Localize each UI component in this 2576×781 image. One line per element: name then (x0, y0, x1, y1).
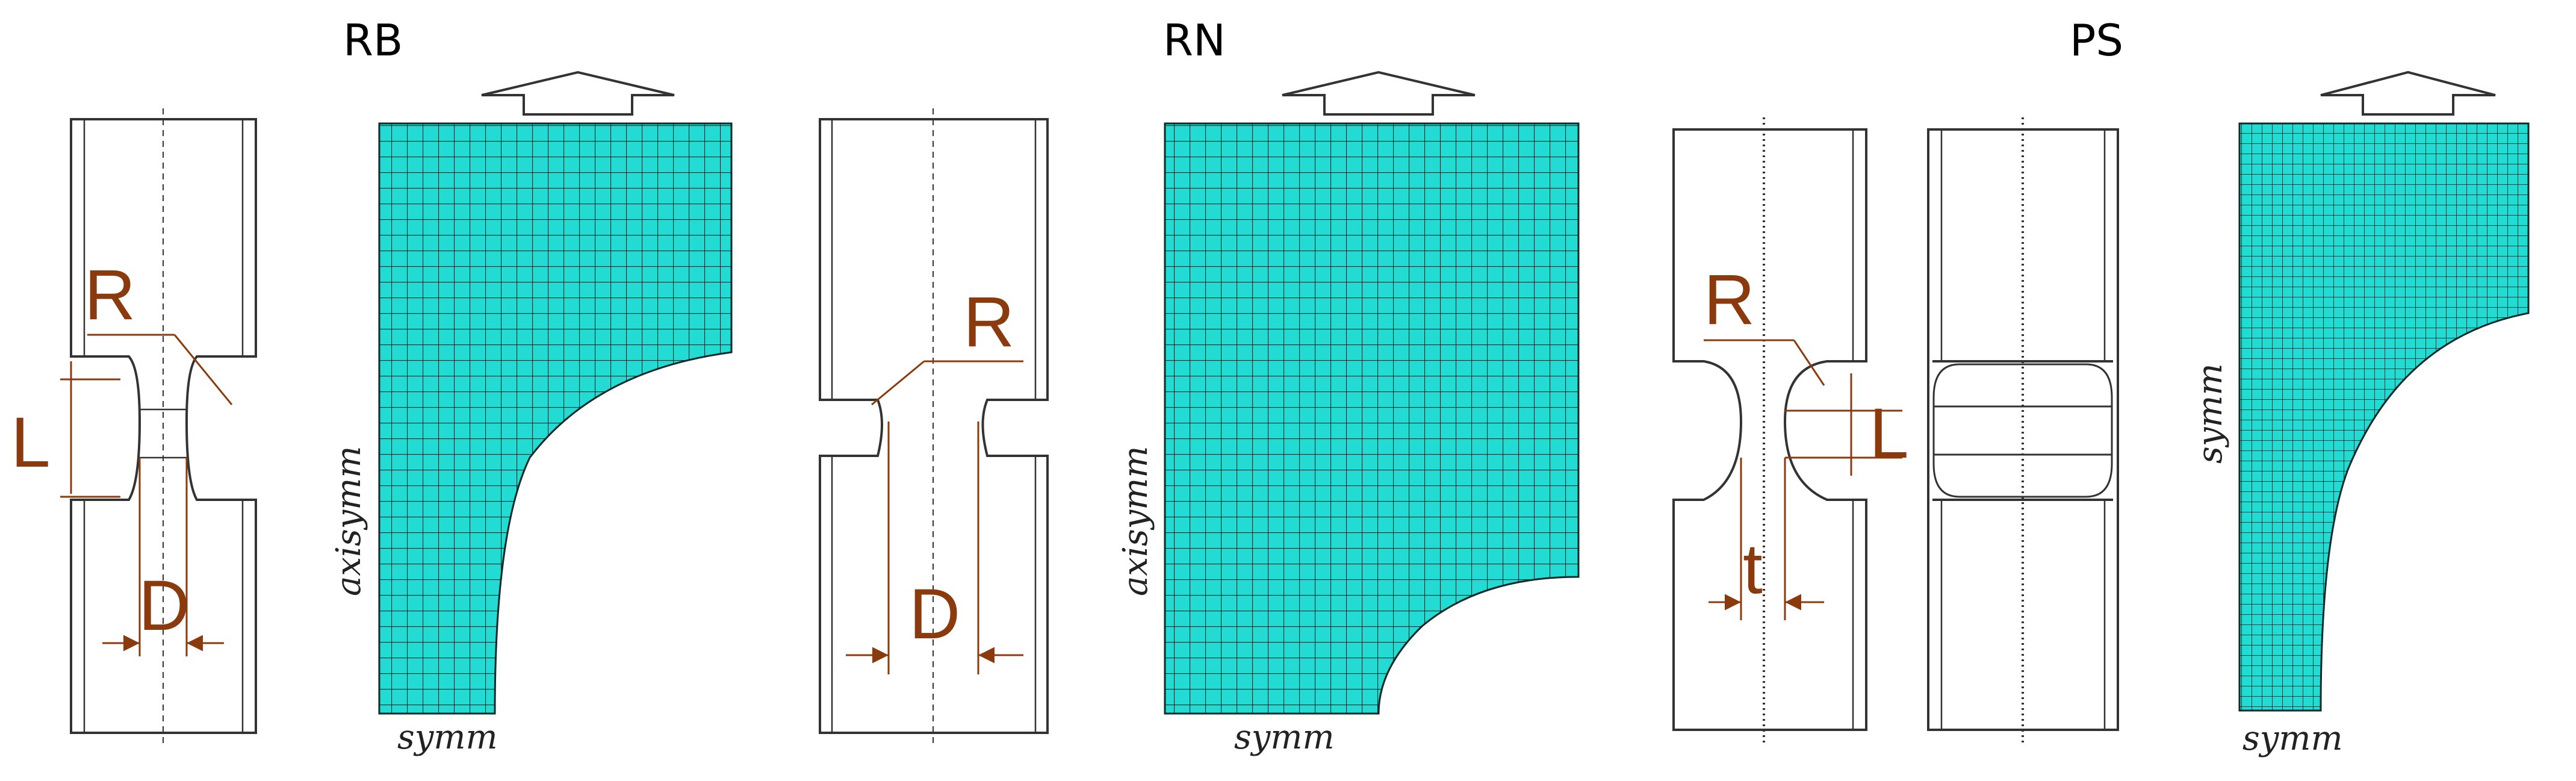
ps-side-view (1927, 117, 2119, 744)
rn-specimen-drawing (819, 108, 1049, 747)
ps-radius-label: R (1704, 260, 1755, 340)
ps-dimension-lines (1704, 339, 1902, 620)
rb-dimension-lines (60, 334, 233, 656)
ps-mesh (2238, 122, 2530, 712)
rb-specimen-drawing (70, 108, 257, 747)
rn-axis-label: axisymm (1116, 446, 1155, 596)
ps-axis-label: symm (2191, 363, 2230, 464)
ps-title: PS (2070, 15, 2123, 66)
rn-diameter-label: D (909, 574, 960, 654)
rb-mesh (378, 122, 733, 715)
rb-radius-label: R (84, 255, 135, 335)
load-arrow-icon (2320, 70, 2496, 116)
rn-dimension-lines (846, 360, 1023, 674)
load-arrow-icon (481, 70, 675, 116)
rn-symmetry-label: symm (1234, 718, 1335, 757)
ps-symmetry-label: symm (2242, 719, 2343, 758)
rb-length-label: L (11, 403, 51, 482)
rn-title: RN (1163, 15, 1226, 66)
rb-axis-label: axisymm (329, 446, 368, 596)
ps-thickness-label: t (1743, 529, 1763, 609)
load-arrow-icon (1282, 70, 1476, 116)
ps-length-label: L (1869, 394, 1909, 473)
rb-title: RB (343, 15, 403, 66)
rn-mesh (1164, 122, 1580, 715)
rn-radius-label: R (963, 282, 1014, 362)
ps-specimen-drawing (1672, 117, 1867, 744)
rb-diameter-label: D (138, 566, 190, 646)
rb-symmetry-label: symm (397, 718, 498, 757)
